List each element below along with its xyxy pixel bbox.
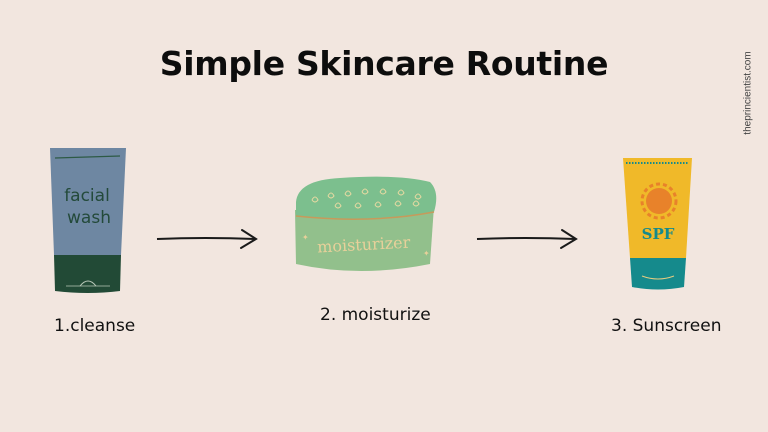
- svg-text:✦: ✦: [423, 249, 430, 258]
- cleanser-text: facial: [64, 186, 110, 206]
- moisturizer-text: moisturizer: [317, 233, 411, 257]
- arrow-right-icon: [156, 229, 258, 249]
- watermark-text: theprincientist.com: [742, 51, 754, 135]
- step-label-cleanse: 1.cleanse: [54, 316, 136, 336]
- step-label-moisturize: 2. moisturize: [320, 305, 431, 325]
- arrow-right-icon: [476, 229, 578, 249]
- cleanser-text-2: wash: [67, 208, 111, 228]
- moisturizer-jar-icon: moisturizer ✦ ✦: [295, 176, 437, 271]
- cleanser-tube-icon: facial wash: [50, 148, 126, 293]
- step-label-sunscreen: 3. Sunscreen: [611, 316, 722, 336]
- svg-text:✦: ✦: [302, 233, 309, 242]
- sunscreen-tube-icon: SPF: [623, 158, 692, 290]
- watermark: theprincientist.com: [741, 48, 755, 138]
- sunscreen-text: SPF: [642, 225, 675, 243]
- page-title: Simple Skincare Routine: [159, 44, 609, 83]
